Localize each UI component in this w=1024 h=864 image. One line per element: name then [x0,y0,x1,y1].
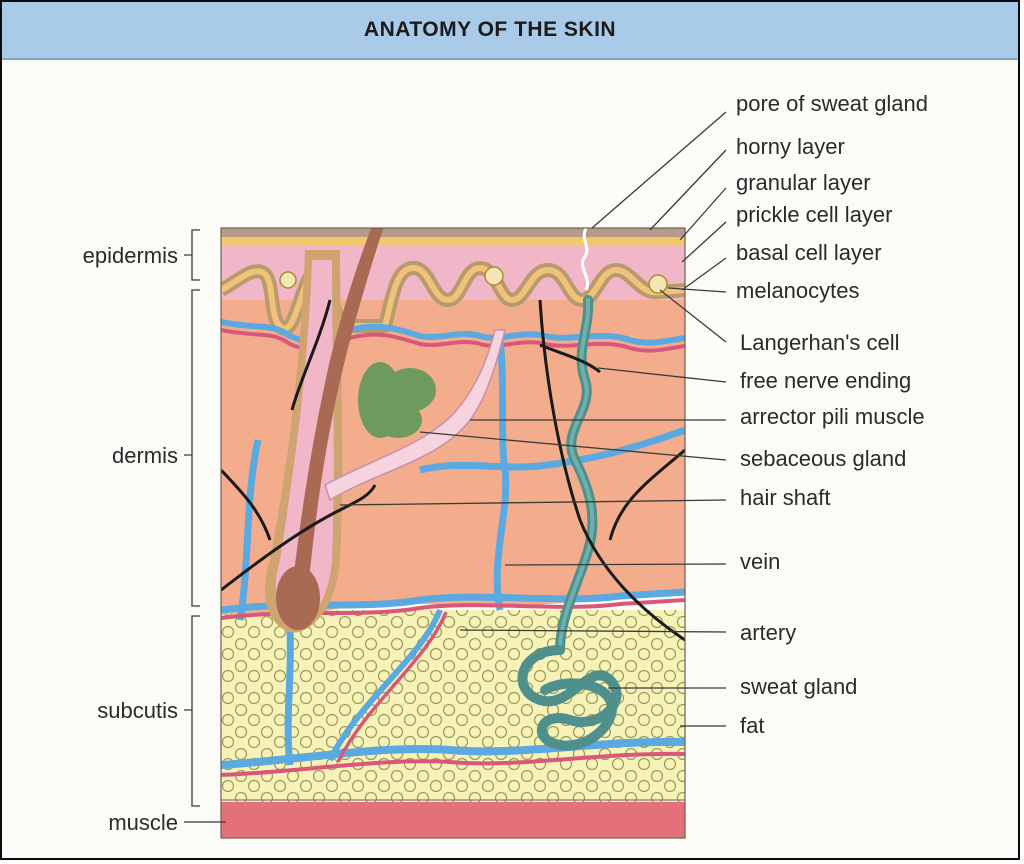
prickle-cell-band [221,265,685,332]
label-granular-layer: granular layer [736,170,871,195]
label-hair-shaft: hair shaft [740,485,831,510]
dermal-vein-horizontal [419,426,685,474]
deep-vein [221,737,685,769]
label-fat: fat [740,713,764,738]
sweat-pore [581,228,589,291]
nerve-follicle [290,299,332,411]
label-langerhans-cell: Langerhan's cell [740,330,900,355]
label-dermis: dermis [112,443,178,468]
capillary-vein [221,319,685,346]
label-artery: artery [740,620,796,645]
nerve-right-branch [608,448,685,541]
label-subcutis: subcutis [97,698,178,723]
skin-block [221,228,685,838]
follicle-sheath [275,260,334,620]
label-prickle-cell-layer: prickle cell layer [736,202,893,227]
subcutis-vein-left [284,629,294,766]
capillary-artery [221,328,685,353]
nerve-left [221,484,377,592]
label-arrector-pili-muscle: arrector pili muscle [740,404,925,429]
subcutis-artery-mid [336,611,448,763]
label-sebaceous-gland: sebaceous gland [740,446,906,471]
arrector-pili-muscle [324,329,506,502]
label-epidermis: epidermis [83,243,178,268]
right-labels: pore of sweat gland horny layer granular… [736,91,928,738]
leader-lines [339,111,727,727]
nerve-right [538,299,685,642]
free-nerve-ending-path [539,343,601,374]
diagram-title: ANATOMY OF THE SKIN [363,18,617,41]
sweat-gland-coil [517,645,622,751]
melanocyte-cells [279,266,668,294]
granular-layer [221,236,685,245]
epidermis-bracket [184,229,200,281]
label-sweat-gland: sweat gland [740,674,857,699]
label-pore-of-sweat-gland: pore of sweat gland [736,91,928,116]
subcutis-vein-mid [327,608,443,762]
deep-artery [221,751,685,777]
dermis-bracket [184,289,200,607]
label-basal-cell-layer: basal cell layer [736,240,882,265]
label-melanocytes: melanocytes [736,278,860,303]
title-bar: ANATOMY OF THE SKIN [2,2,1018,60]
label-muscle: muscle [108,810,178,835]
block-outline [220,227,686,839]
muscle-layer [221,800,685,838]
label-horny-layer: horny layer [736,134,845,159]
label-vein: vein [740,549,780,574]
hair-shaft [292,228,384,590]
dermal-vein-left [236,439,262,621]
nerve-left-branch [221,468,272,541]
subcutis-bracket [184,615,200,807]
horny-layer [221,228,685,237]
label-free-nerve-ending: free nerve ending [740,368,911,393]
hair-bulb [276,566,320,630]
sweat-duct-inner [558,298,595,652]
sebaceous-gland [358,362,436,438]
